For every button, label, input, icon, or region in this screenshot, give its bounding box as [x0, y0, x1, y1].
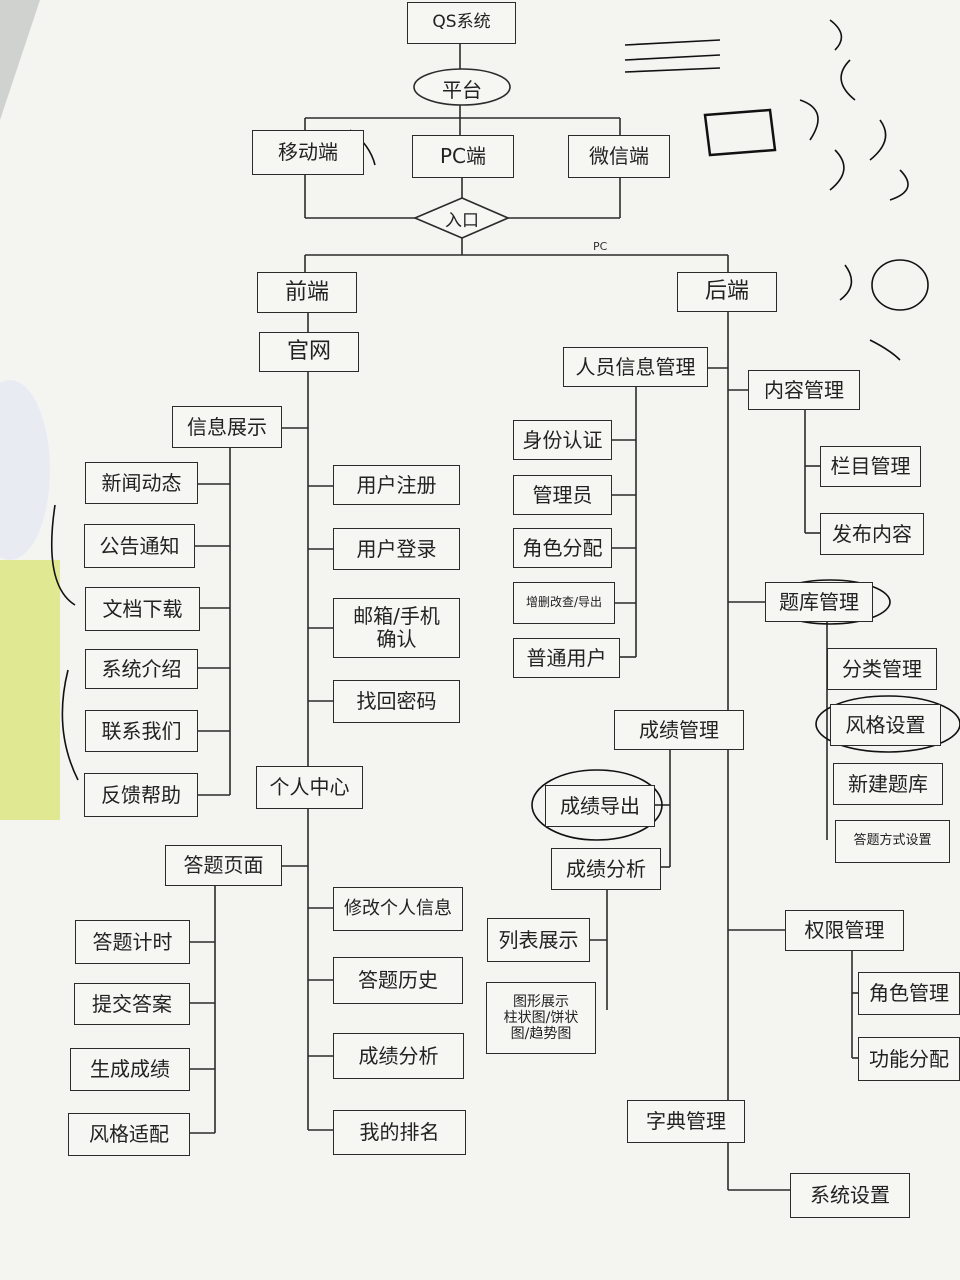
node-qs-system: QS系统	[407, 2, 516, 44]
node-personnel-mgmt: 人员信息管理	[563, 347, 708, 387]
node-submit: 提交答案	[74, 983, 190, 1025]
node-my-rank: 我的排名	[333, 1110, 466, 1155]
node-content-mgmt: 内容管理	[748, 370, 860, 410]
node-timer: 答题计时	[75, 920, 190, 964]
node-admin: 管理员	[513, 475, 612, 515]
node-identity-auth: 身份认证	[513, 420, 612, 460]
node-question-bank: 题库管理	[765, 582, 873, 622]
node-website: 官网	[259, 332, 359, 372]
node-score-export: 成绩导出	[545, 785, 655, 827]
node-style-adapt: 风格适配	[68, 1113, 190, 1156]
node-wechat: 微信端	[568, 135, 670, 178]
node-login: 用户登录	[333, 528, 460, 570]
node-role-assign: 角色分配	[513, 528, 612, 568]
node-crud-import: 增删改查/导出	[513, 582, 615, 624]
node-edit-info: 修改个人信息	[333, 887, 463, 931]
node-dict-mgmt: 字典管理	[627, 1100, 745, 1143]
node-personal-center: 个人中心	[256, 766, 363, 809]
node-platform: 平台	[442, 77, 482, 102]
node-normal-user: 普通用户	[513, 638, 620, 678]
node-score-analysis-front: 成绩分析	[333, 1033, 464, 1079]
node-recover-password: 找回密码	[333, 680, 460, 723]
node-answer-mode: 答题方式设置	[835, 820, 950, 863]
node-score-mgmt: 成绩管理	[614, 710, 744, 750]
node-frontend: 前端	[257, 272, 357, 313]
node-new-bank: 新建题库	[833, 763, 943, 805]
node-answer-page: 答题页面	[165, 845, 282, 886]
node-publish-content: 发布内容	[820, 513, 924, 555]
vase-decoration	[0, 380, 50, 560]
node-register: 用户注册	[333, 465, 460, 505]
node-history: 答题历史	[333, 957, 463, 1004]
node-backend: 后端	[677, 272, 777, 312]
pc-note: PC	[593, 240, 608, 253]
node-info-display: 信息展示	[172, 406, 282, 448]
node-sys-intro: 系统介绍	[85, 649, 198, 689]
node-email-confirm: 邮箱/手机 确认	[333, 598, 460, 658]
node-feedback: 反馈帮助	[84, 773, 198, 817]
bottle-decoration	[0, 560, 60, 820]
node-pc: PC端	[412, 135, 514, 178]
node-contact: 联系我们	[85, 710, 198, 752]
node-notice: 公告通知	[84, 524, 195, 568]
node-graph-display: 图形展示 柱状图/饼状 图/趋势图	[486, 982, 596, 1054]
node-doc-download: 文档下载	[85, 587, 200, 631]
node-system-settings: 系统设置	[790, 1173, 910, 1218]
node-mobile: 移动端	[252, 130, 364, 175]
node-style-setting: 风格设置	[830, 704, 941, 746]
node-role-mgmt: 角色管理	[858, 972, 960, 1015]
node-category-mgmt: 分类管理	[827, 648, 937, 690]
node-list-display: 列表展示	[487, 918, 590, 962]
node-news: 新闻动态	[85, 462, 198, 504]
node-score-analysis: 成绩分析	[551, 848, 661, 890]
node-column-mgmt: 栏目管理	[820, 446, 921, 487]
node-entry: 入口	[445, 210, 479, 231]
node-function-assign: 功能分配	[858, 1037, 960, 1081]
node-gen-score: 生成成绩	[70, 1048, 190, 1091]
node-permission-mgmt: 权限管理	[785, 910, 904, 951]
